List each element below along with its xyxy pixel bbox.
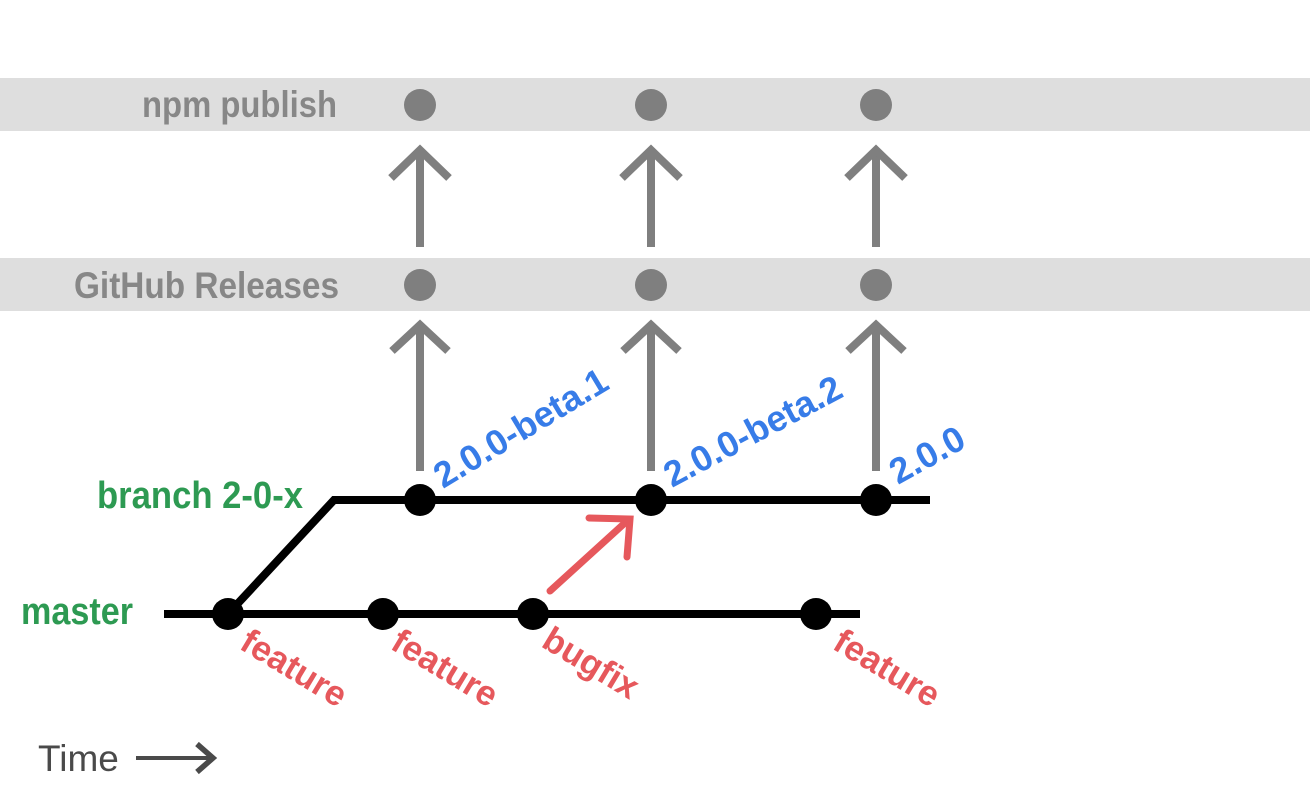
svg-text:npm publish: npm publish [142, 84, 337, 125]
svg-text:2.0.0-beta.1: 2.0.0-beta.1 [426, 360, 615, 496]
svg-text:branch 2-0-x: branch 2-0-x [97, 475, 303, 517]
svg-text:feature: feature [827, 621, 947, 715]
svg-text:Time: Time [38, 738, 119, 779]
svg-text:2.0.0-beta.2: 2.0.0-beta.2 [657, 367, 849, 495]
svg-text:feature: feature [385, 621, 505, 715]
svg-text:bugfix: bugfix [536, 619, 647, 707]
svg-text:2.0.0: 2.0.0 [882, 417, 972, 492]
svg-text:master: master [21, 591, 133, 633]
svg-text:feature: feature [234, 621, 354, 715]
svg-text:GitHub Releases: GitHub Releases [74, 265, 339, 306]
